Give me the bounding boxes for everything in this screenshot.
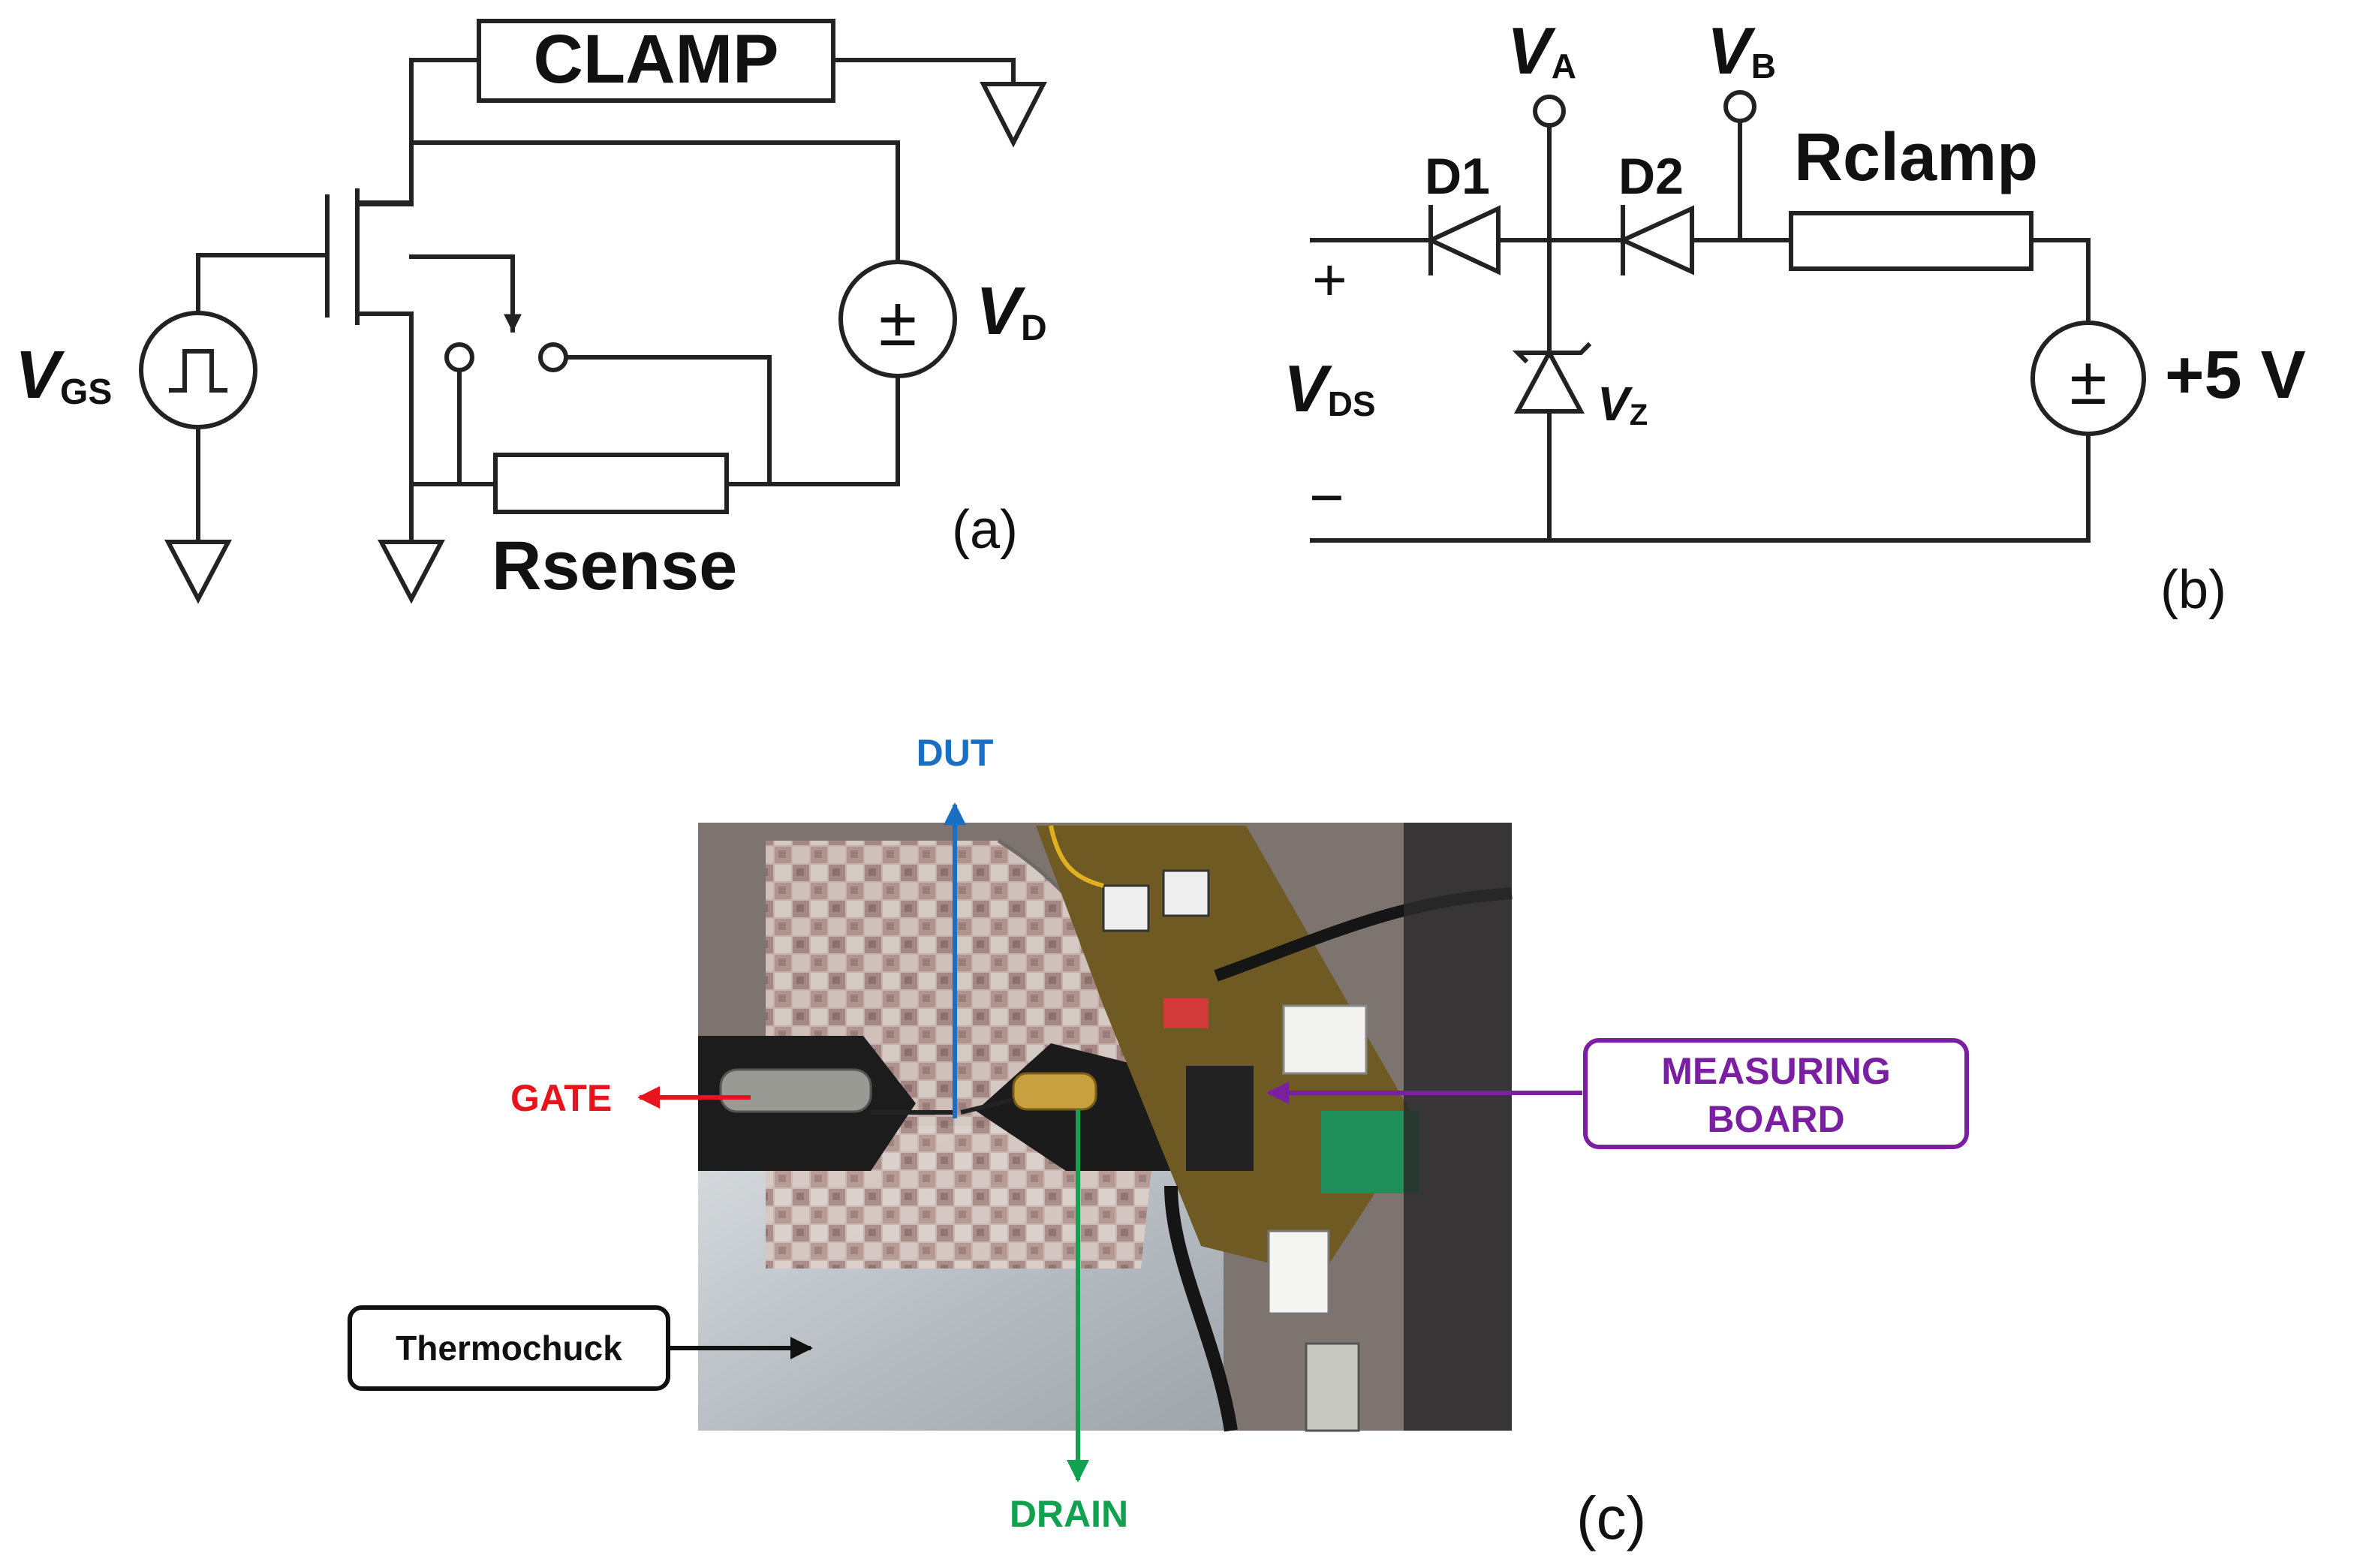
diode-d1 xyxy=(1425,205,1501,275)
d1-label: D1 xyxy=(1425,148,1490,205)
va-label: VA xyxy=(1507,14,1576,88)
board-chip xyxy=(1186,1066,1254,1171)
ground-symbol-source xyxy=(378,540,445,604)
vds-minus-sign: − xyxy=(1309,464,1344,531)
rclamp-to-supply-wire xyxy=(2029,238,2091,325)
switch-contact-right xyxy=(538,342,568,372)
gate-label: GATE xyxy=(510,1077,612,1119)
measuring-board-label-line2: BOARD xyxy=(1707,1098,1844,1140)
board-white-block xyxy=(1267,1229,1330,1315)
vgs-label: VGS xyxy=(15,338,112,413)
clamp-ground-wire xyxy=(831,58,1016,85)
clamp-label: CLAMP xyxy=(533,21,778,98)
vgs-pulse-source xyxy=(139,311,257,429)
probe-cable-2 xyxy=(1164,1185,1238,1432)
vds-plus-sign: + xyxy=(1312,246,1347,313)
board-relay-2 xyxy=(1162,869,1210,917)
switch-right-lead xyxy=(564,355,772,486)
d2-label: D2 xyxy=(1618,148,1684,205)
panel-a-schematic: CLAMP VGS Rsense xyxy=(15,19,1047,604)
dut-label: DUT xyxy=(917,732,994,774)
vb-terminal xyxy=(1723,90,1756,123)
board-relay-1 xyxy=(1102,884,1150,932)
measuring-board-callout xyxy=(1583,1038,1969,1149)
vd-voltage-source xyxy=(838,260,957,378)
switch-arm xyxy=(409,254,522,333)
gate-wire xyxy=(196,253,330,340)
panel-b-label: (b) xyxy=(2160,560,2226,620)
vz-label: VZ xyxy=(1597,377,1648,432)
clamp-drain-wire xyxy=(357,58,481,206)
drain-probe-needle xyxy=(960,1097,1014,1115)
va-terminal xyxy=(1533,95,1566,128)
vds-label: VDS xyxy=(1284,351,1376,426)
pulse-icon xyxy=(169,349,227,393)
drain-probe-connector xyxy=(1012,1072,1097,1111)
drain-label: DRAIN xyxy=(1010,1493,1128,1535)
measuring-board-label-line1: MEASURING xyxy=(1661,1050,1891,1092)
thermochuck-label: Thermochuck xyxy=(396,1329,622,1368)
rsense-right-wire xyxy=(724,373,900,486)
drain-to-vd-wire xyxy=(409,140,900,272)
board-red-component xyxy=(1163,998,1209,1028)
vd-plus-minus-symbol: ± xyxy=(879,284,917,360)
zener-diode-bar xyxy=(1512,342,1592,364)
rclamp-resistor xyxy=(1789,211,2033,271)
vd-label: VD xyxy=(976,274,1047,349)
ground-symbol-vgs xyxy=(164,540,232,604)
yellow-wire xyxy=(1049,825,1104,888)
ground-symbol-clamp xyxy=(980,82,1047,148)
switch-contact-left xyxy=(444,342,474,372)
board-white-connector xyxy=(1282,1004,1368,1075)
panel-c-label: (c) xyxy=(1576,1485,1646,1551)
supply-label: +5 V xyxy=(2165,338,2306,413)
gate-probe-connector xyxy=(719,1068,872,1113)
supply-plus-minus-symbol: ± xyxy=(2070,344,2106,419)
diode-d2 xyxy=(1617,205,1694,275)
panel-a-label: (a) xyxy=(952,500,1018,560)
bnc-connector xyxy=(1305,1342,1360,1432)
board-green-terminal xyxy=(1321,1111,1419,1193)
panel-c-photo: DUT GATE DRAIN MEASURING BOARD Thermochu… xyxy=(348,732,1969,1551)
mosfet-source-lead xyxy=(355,311,414,486)
rclamp-label: Rclamp xyxy=(1794,120,2038,195)
zener-diode xyxy=(1513,348,1585,414)
panel-b-schematic: VA VB D1 D2 Rclamp ± +5 V VZ xyxy=(1284,14,2306,620)
dark-background-right xyxy=(1404,823,1512,1431)
rsense-resistor xyxy=(493,453,729,514)
rsense-label: Rsense xyxy=(492,528,737,604)
vb-label: VB xyxy=(1707,14,1776,88)
